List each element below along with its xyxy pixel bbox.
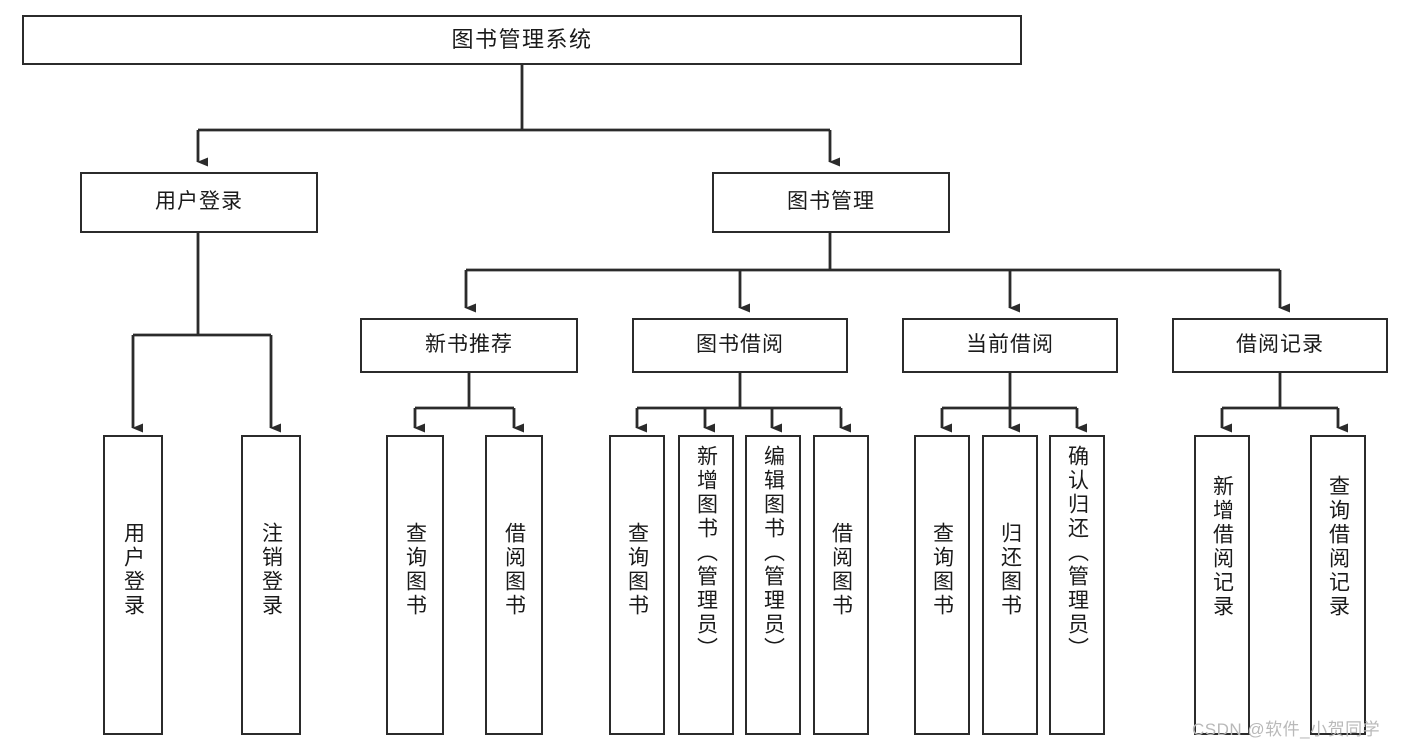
node-label: 用户登录 [121,522,145,618]
node-label: 归还图书 [998,522,1022,618]
node-leaf-add-record[interactable]: 新增借阅记录 [1194,435,1250,735]
node-leaf-edit-book[interactable]: 编辑图书（管理员） [745,435,801,735]
node-label: 编辑图书（管理员） [761,445,785,661]
node-label: 图书管理 [787,190,875,214]
node-label: 查询图书 [403,522,427,618]
node-book-borrow[interactable]: 图书借阅 [632,318,848,373]
node-leaf-user-login[interactable]: 用户登录 [103,435,163,735]
node-label: 查询图书 [625,522,649,618]
node-label: 借阅图书 [502,522,526,618]
node-label: 当前借阅 [966,333,1054,357]
node-label: 用户登录 [155,190,243,214]
node-label: 确认归还（管理员） [1065,445,1089,661]
node-leaf-query-book-1[interactable]: 查询图书 [386,435,444,735]
csdn-watermark: CSDN @软件_小贺同学 [1192,720,1381,739]
node-leaf-borrow-book-1[interactable]: 借阅图书 [485,435,543,735]
node-root-book-management-system[interactable]: 图书管理系统 [22,15,1022,65]
node-label: 新增图书（管理员） [694,445,718,661]
node-leaf-query-record[interactable]: 查询借阅记录 [1310,435,1366,735]
node-borrow-record[interactable]: 借阅记录 [1172,318,1388,373]
node-current-borrow[interactable]: 当前借阅 [902,318,1118,373]
node-leaf-borrow-book-2[interactable]: 借阅图书 [813,435,869,735]
node-leaf-return-book[interactable]: 归还图书 [982,435,1038,735]
node-label: 借阅记录 [1236,333,1324,357]
node-label: 新增借阅记录 [1210,475,1234,619]
node-leaf-query-book-2[interactable]: 查询图书 [609,435,665,735]
node-label: 借阅图书 [829,522,853,618]
node-label: 查询借阅记录 [1326,475,1350,619]
node-leaf-confirm-return[interactable]: 确认归还（管理员） [1049,435,1105,735]
node-label: 图书借阅 [696,333,784,357]
node-label: 新书推荐 [425,333,513,357]
node-new-book-recommend[interactable]: 新书推荐 [360,318,578,373]
node-user-login[interactable]: 用户登录 [80,172,318,233]
node-leaf-add-book[interactable]: 新增图书（管理员） [678,435,734,735]
node-leaf-query-book-3[interactable]: 查询图书 [914,435,970,735]
node-leaf-user-logout[interactable]: 注销登录 [241,435,301,735]
node-label: 注销登录 [259,522,283,618]
node-label: 图书管理系统 [451,27,593,53]
node-book-manage[interactable]: 图书管理 [712,172,950,233]
node-label: 查询图书 [930,522,954,618]
